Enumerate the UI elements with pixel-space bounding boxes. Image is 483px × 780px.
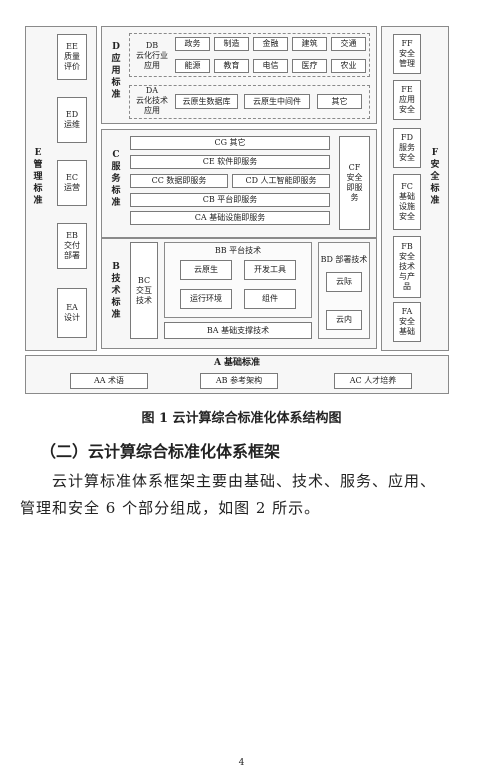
cf-security-as-a-service: CF 安全 即服 务 — [339, 136, 370, 230]
ac-talent-training: AC 人才培养 — [334, 373, 412, 389]
management-standards-label: E 管 理 标 准 — [33, 148, 43, 206]
ce-software-as-a-service: CE 软件即服务 — [130, 155, 330, 169]
application-standards-label: D 应 用 标 准 — [111, 42, 121, 100]
security-standards-label: F 安 全 标 准 — [430, 148, 440, 206]
da-technology-label: DA 云化技术 应用 — [136, 86, 168, 115]
bd-item-inter-cloud: 云际 — [326, 272, 362, 292]
page-number: 4 — [238, 758, 245, 768]
architecture-diagram: E 管 理 标 准 EE 质量 评价 ED 运维 EC 运营 EB 交付 部署 … — [24, 24, 450, 396]
service-standards-label: C 服 务 标 准 — [111, 150, 121, 208]
ed-operations-maintenance: ED 运维 — [57, 97, 87, 143]
ba-basic-support-technology: BA 基础支撑技术 — [164, 322, 312, 339]
section-heading: （二）云计算综合标准化体系框架 — [40, 442, 281, 461]
bb-item-cloud-native: 云原生 — [180, 260, 232, 280]
bb-item-runtime-environment: 运行环境 — [180, 289, 232, 309]
bd-deployment-technology-label: BD 部署技术 — [320, 255, 368, 264]
ec-operations: EC 运营 — [57, 160, 87, 206]
db-item-construction: 建筑 — [292, 37, 327, 51]
fb-security-tech-products: FB 安全 技术 与产 品 — [393, 236, 421, 298]
basic-standards-label: A 基础标准 — [213, 358, 261, 368]
db-item-education: 教育 — [214, 59, 249, 73]
fc-infrastructure-security: FC 基础 设施 安全 — [393, 174, 421, 230]
fd-service-security: FD 服务 安全 — [393, 128, 421, 168]
eb-delivery-deployment: EB 交付 部署 — [57, 223, 87, 269]
da-item-cloud-native-database: 云原生数据库 — [175, 94, 238, 109]
bb-platform-technology-label: BB 平台技术 — [214, 246, 262, 255]
aa-terminology: AA 术语 — [70, 373, 148, 389]
body-paragraph-line1: 云计算标准体系框架主要由基础、技术、服务、应用、 — [52, 472, 437, 490]
bb-item-development-tools: 开发工具 — [244, 260, 296, 280]
ea-design: EA 设计 — [57, 288, 87, 338]
da-item-cloud-native-middleware: 云原生中间件 — [244, 94, 310, 109]
cc-data-as-a-service: CC 数据即服务 — [130, 174, 228, 188]
db-industry-group — [129, 33, 370, 77]
ca-infrastructure-as-a-service: CA 基础设施即服务 — [130, 211, 330, 225]
fe-application-security: FE 应用 安全 — [393, 80, 421, 120]
ab-reference-architecture: AB 参考架构 — [200, 373, 278, 389]
technology-standards-label: B 技 术 标 准 — [111, 262, 121, 320]
bd-item-intra-cloud: 云内 — [326, 310, 362, 330]
db-industry-label: DB 云化行业 应用 — [136, 41, 168, 70]
ee-quality-evaluation: EE 质量 评价 — [57, 34, 87, 80]
db-item-telecom: 电信 — [253, 59, 288, 73]
da-technology-group — [129, 85, 370, 119]
fa-security-basics: FA 安全 基础 — [393, 302, 421, 342]
db-item-government: 政务 — [175, 37, 210, 51]
cb-platform-as-a-service: CB 平台即服务 — [130, 193, 330, 207]
db-item-transport: 交通 — [331, 37, 366, 51]
db-item-manufacturing: 制造 — [214, 37, 249, 51]
cg-other: CG 其它 — [130, 136, 330, 150]
figure-caption: 图 1 云计算综合标准化体系结构图 — [141, 411, 342, 426]
da-item-other: 其它 — [317, 94, 362, 109]
bb-item-components: 组件 — [244, 289, 296, 309]
bc-interaction-technology: BC 交互 技术 — [130, 242, 158, 339]
cd-ai-as-a-service: CD 人工智能即服务 — [232, 174, 330, 188]
db-item-agriculture: 农业 — [331, 59, 366, 73]
db-item-energy: 能源 — [175, 59, 210, 73]
ff-security-management: FF 安全 管理 — [393, 34, 421, 74]
body-paragraph-line2: 管理和安全 6 个部分组成，如图 2 所示。 — [20, 499, 321, 517]
db-item-finance: 金融 — [253, 37, 288, 51]
db-item-medical: 医疗 — [292, 59, 327, 73]
